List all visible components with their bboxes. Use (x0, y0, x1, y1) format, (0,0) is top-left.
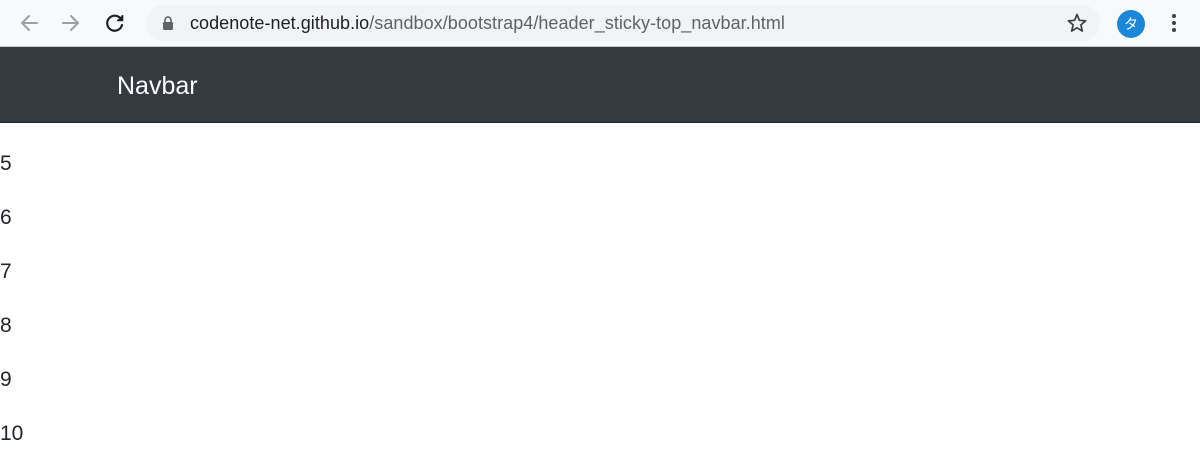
navbar-brand[interactable]: Navbar (117, 72, 198, 100)
url-host: codenote-net.github.io (190, 13, 370, 33)
kebab-menu-icon[interactable] (1164, 12, 1184, 34)
browser-toolbar: codenote-net.github.io/sandbox/bootstrap… (0, 0, 1200, 47)
site-navbar: Navbar (0, 47, 1200, 123)
content-line-7: 7 (0, 260, 12, 283)
star-icon[interactable] (1066, 12, 1088, 34)
arrow-left-icon (21, 15, 38, 31)
forward-button[interactable] (56, 8, 86, 38)
content-line-8: 8 (0, 314, 12, 337)
content-line-6: 6 (0, 206, 12, 229)
url-text[interactable]: codenote-net.github.io/sandbox/bootstrap… (190, 5, 785, 41)
back-button[interactable] (14, 8, 44, 38)
lock-icon (163, 16, 173, 30)
reload-icon (106, 14, 124, 32)
toolbar-divider (0, 46, 1200, 47)
navbar-border (0, 122, 1200, 123)
arrow-right-icon (62, 15, 79, 31)
content-line-9: 9 (0, 368, 12, 391)
address-bar[interactable]: codenote-net.github.io/sandbox/bootstrap… (146, 5, 1100, 41)
content-line-10: 10 (0, 422, 24, 445)
profile-avatar[interactable]: タ (1117, 10, 1145, 38)
content-line-5: 5 (0, 152, 12, 175)
url-path: /sandbox/bootstrap4/header_sticky-top_na… (369, 13, 785, 33)
reload-button[interactable] (100, 8, 130, 38)
